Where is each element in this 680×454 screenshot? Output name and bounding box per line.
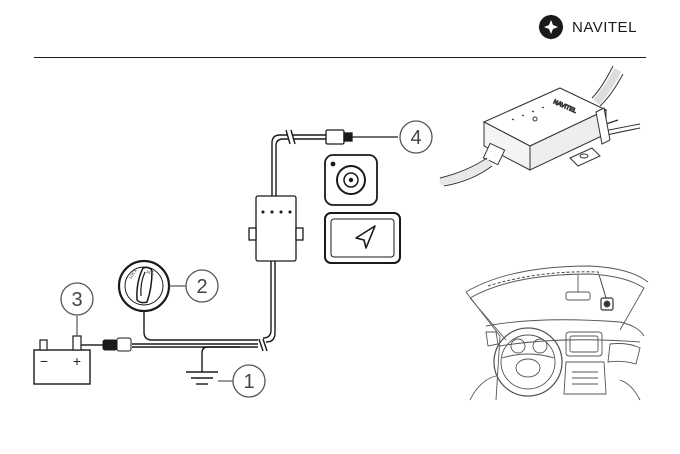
svg-text:+: + bbox=[73, 353, 81, 369]
navigator-device bbox=[325, 213, 400, 263]
ignition-lock: LOCK ACC bbox=[119, 261, 169, 311]
ground-cable bbox=[186, 347, 240, 384]
callout-3: 3 bbox=[61, 283, 93, 315]
svg-text:4: 4 bbox=[410, 127, 421, 149]
callout-2: 2 bbox=[186, 270, 218, 302]
adapter-product-illustration: NAVITEL bbox=[440, 66, 640, 186]
device-connector bbox=[326, 130, 398, 144]
svg-text:3: 3 bbox=[71, 289, 82, 311]
adapter-output-cables bbox=[259, 261, 275, 351]
power-adapter-box bbox=[249, 196, 303, 261]
callout-1: 1 bbox=[233, 365, 265, 397]
svg-text:1: 1 bbox=[243, 371, 254, 393]
car-battery: − + bbox=[34, 336, 92, 384]
car-interior-illustration bbox=[466, 266, 648, 400]
dashcam-device bbox=[325, 155, 377, 205]
svg-text:−: − bbox=[40, 353, 48, 369]
main-cable bbox=[272, 130, 326, 196]
ignition-cable bbox=[144, 305, 258, 340]
fuse-holder bbox=[92, 338, 131, 351]
callout-4: 4 bbox=[400, 121, 432, 153]
svg-text:2: 2 bbox=[196, 276, 207, 298]
